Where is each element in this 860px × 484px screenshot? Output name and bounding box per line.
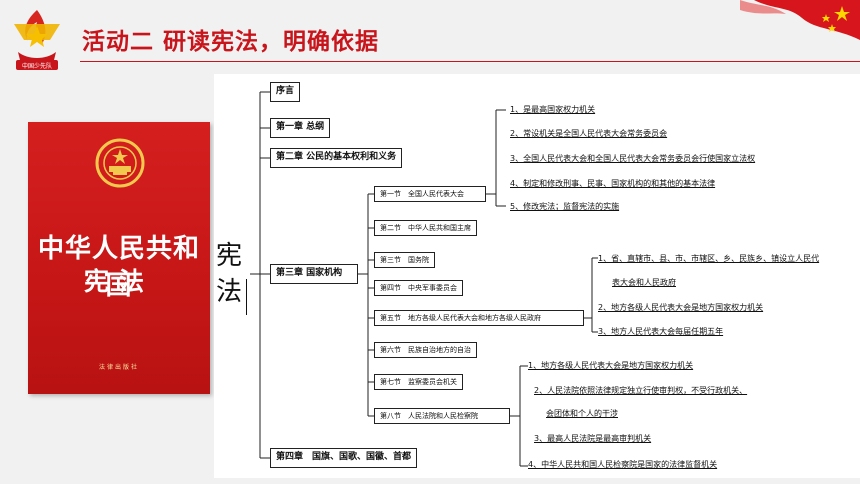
diagram-connectors — [250, 91, 598, 467]
npc-item: 5、修改宪法；监督宪法的实施 — [510, 202, 620, 211]
title-divider — [80, 61, 860, 62]
local-govt-item: 表大会和人民政府 — [612, 278, 676, 287]
npc-item: 2、常设机关是全国人民代表大会常务委员会 — [510, 129, 668, 138]
text-cursor — [246, 279, 247, 315]
chapter-general-principles: 第一章 总纲 — [270, 118, 331, 138]
section-1-npc: 第一节 全国人民代表大会 — [374, 186, 486, 202]
npc-item: 3、全国人民代表大会和全国人民代表大会常务委员会行使国家立法权 — [510, 154, 756, 163]
local-govt-item: 1、省、直辖市、县、市、市辖区、乡、民族乡、镇设立人民代 — [598, 254, 820, 263]
svg-text:中国少先队: 中国少先队 — [22, 62, 52, 70]
section-8-courts-procuratorates: 第八节 人民法院和人民检察院 — [374, 408, 510, 424]
court-item: 3、最高人民法院是最高审判机关 — [534, 434, 652, 443]
section-2-president: 第二节 中华人民共和国主席 — [374, 220, 477, 236]
npc-item: 1、是最高国家权力机关 — [510, 105, 596, 114]
npc-item: 4、制定和修改刑事、民事、国家机构的和其他的基本法律 — [510, 179, 716, 188]
court-item: 4、中华人民共和国人民检察院是国家的法律监督机关 — [528, 460, 718, 469]
book-subtitle: 宪法 — [83, 267, 154, 296]
local-govt-item: 2、地方各级人民代表大会是地方国家权力机关 — [598, 303, 764, 312]
court-item: 2、人民法院依照法律规定独立行使审判权，不受行政机关、 — [534, 386, 748, 395]
local-govt-item: 3、地方人民代表大会每届任期五年 — [598, 327, 724, 336]
section-4-central-military-commission: 第四节 中央军事委员会 — [374, 280, 463, 296]
national-emblem-icon — [95, 138, 145, 188]
slide-title: 活动二 研读宪法，明确依据 — [82, 29, 380, 55]
young-pioneers-logo: 中国少先队 — [14, 10, 60, 70]
section-6-ethnic-autonomy: 第六节 民族自治地方的自治 — [374, 342, 477, 358]
chapter-state-organs: 第三章 国家机构 — [270, 264, 358, 284]
constitution-book-cover: 中华人民共和国 宪法 法律出版社 — [28, 122, 210, 394]
book-publisher: 法律出版社 — [98, 364, 139, 371]
section-7-supervisory-commission: 第七节 监察委员会机关 — [374, 374, 463, 390]
chapter-preamble: 序言 — [270, 82, 301, 102]
court-item: 会团体和个人的干涉 — [546, 409, 618, 418]
court-item: 1、地方各级人民代表大会是地方国家权力机关 — [528, 361, 694, 370]
chapter-flag-anthem-emblem-capital: 第四章 国旗、国歌、国徽、首都 — [270, 448, 418, 468]
red-flag-decoration — [740, 0, 860, 40]
chapter-citizens-rights: 第二章 公民的基本权利和义务 — [270, 148, 403, 168]
root-node-constitution: 宪 法 — [216, 241, 243, 307]
section-5-local-congress-government: 第五节 地方各级人民代表大会和地方各级人民政府 — [374, 310, 584, 326]
section-3-state-council: 第三节 国务院 — [374, 252, 435, 268]
constitution-structure-diagram: 宪 法 序言 第一章 总纲 第二章 公民的基本权利和义务 第三章 国家机构 第四… — [214, 74, 860, 478]
book-title: 中华人民共和国 — [37, 234, 200, 301]
